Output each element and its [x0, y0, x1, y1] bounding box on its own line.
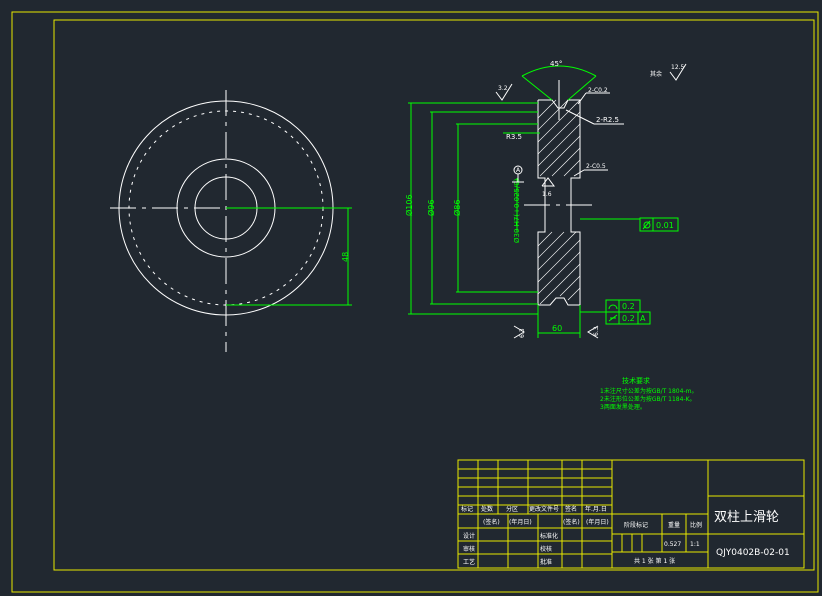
- rough-16-symbol: [541, 177, 555, 187]
- outer-frame: [11, 11, 819, 593]
- rough-32-symbol: [495, 83, 513, 101]
- dim-48-label: 48: [341, 252, 350, 262]
- rough-32-label: 3.2: [498, 85, 508, 92]
- hdr-standardize: 标准化: [540, 532, 558, 540]
- front-view: 48: [110, 90, 352, 352]
- leader-r25: [565, 109, 595, 125]
- perpendicular-symbol-icon: [608, 314, 618, 322]
- part-name: 双柱上滑轮: [714, 510, 779, 525]
- flatness-symbol-icon: [608, 304, 618, 310]
- hdr-date: 年.月.日: [585, 505, 607, 513]
- rough-63a-symbol: [513, 325, 525, 339]
- hdr-count: 处数: [481, 505, 493, 513]
- hdr-check: 校核: [540, 545, 552, 553]
- section-view: Ø106 Ø96 Ø86 Ø30 H7(+0.025/0) 45° R3.5 2…: [404, 60, 687, 339]
- hatch-lower: [537, 231, 581, 305]
- hdr-weight: 重量: [668, 521, 680, 529]
- hdr-date-paren2: (年月日): [586, 518, 609, 526]
- rough-63b-symbol: [587, 325, 599, 339]
- leader-c02: [577, 92, 587, 105]
- hdr-approve: 批准: [540, 558, 552, 566]
- perp-ref: A: [640, 314, 646, 323]
- runout-frame: [639, 217, 679, 232]
- dim-60-label: 60: [552, 324, 562, 333]
- rough-63a-label: 6.3: [519, 328, 526, 338]
- rough-125-symbol: [669, 63, 687, 81]
- hdr-change: 更改文件号: [529, 505, 559, 513]
- hdr-stage-mark: 阶段标记: [624, 521, 648, 529]
- rough-rest-label: 其余: [650, 70, 662, 78]
- dim-30-label: Ø30 H7(+0.025/0): [513, 178, 521, 243]
- inner-frame: [53, 19, 815, 571]
- section-outline: [537, 99, 581, 306]
- dim-r25-label: 2-R2.5: [596, 116, 619, 124]
- rough-125-label: 12.5: [671, 64, 685, 71]
- dim-c05-label: 2-C0.5: [586, 163, 606, 170]
- tech-notes: 技术要求 1未注尺寸公差为按GB/T 1804-m。 2未注形位公差为按GB/T…: [600, 376, 697, 411]
- angle-45-l1: [521, 75, 553, 101]
- dim-r35-label: R3.5: [506, 133, 522, 141]
- rough-16-label: 1.6: [542, 191, 552, 198]
- runout-value: 0.01: [656, 221, 674, 230]
- datum-a-label: A: [516, 167, 521, 174]
- scale-value: 1:1: [690, 541, 700, 548]
- dim-86-label: Ø86: [452, 200, 462, 216]
- hdr-review: 审核: [463, 545, 475, 553]
- hdr-sign-paren2: (签名): [563, 518, 580, 526]
- hdr-date-paren: (年月日): [509, 518, 532, 526]
- hdr-sign: 签名: [565, 505, 577, 513]
- angle-45-arc: [521, 65, 597, 77]
- notes-line2: 2未注形位公差为按GB/T 1184-K。: [600, 395, 696, 403]
- hatch-upper: [537, 99, 581, 177]
- dim-c02-label: 2-C0.2: [588, 87, 608, 94]
- dim-96-label: Ø96: [426, 200, 436, 216]
- angle-45-l2: [567, 75, 597, 101]
- drawing-number: QJY0402B-02-01: [716, 548, 790, 558]
- perp-frame: [605, 311, 651, 325]
- weight-value: 0.527: [664, 541, 681, 548]
- sheet-info: 共 1 张 第 1 张: [634, 557, 675, 565]
- notes-line3: 3两面发黑处理。: [600, 403, 646, 411]
- hdr-craft: 工艺: [463, 558, 475, 566]
- hdr-design: 设计: [463, 532, 475, 540]
- rough-63b-label: 6.3: [593, 326, 600, 336]
- title-block: [457, 459, 805, 569]
- notes-line1: 1未注尺寸公差为按GB/T 1804-m。: [600, 387, 697, 395]
- hdr-scale: 比例: [690, 521, 702, 529]
- perp-value: 0.2: [622, 314, 635, 323]
- notes-title: 技术要求: [622, 376, 650, 385]
- title-block-text: 标记 处数 分区 更改文件号 签名 年.月.日 (签名) (年月日) (签名) …: [461, 505, 790, 566]
- angle-45-label: 45°: [550, 60, 562, 68]
- dim-106-label: Ø106: [404, 194, 414, 216]
- runout-symbol-icon: [642, 220, 651, 230]
- hdr-mark: 标记: [461, 505, 473, 513]
- leader-c05: [573, 169, 585, 177]
- hdr-sign-paren: (签名): [483, 518, 500, 526]
- hdr-zone: 分区: [506, 505, 518, 513]
- flat-value: 0.2: [622, 302, 635, 311]
